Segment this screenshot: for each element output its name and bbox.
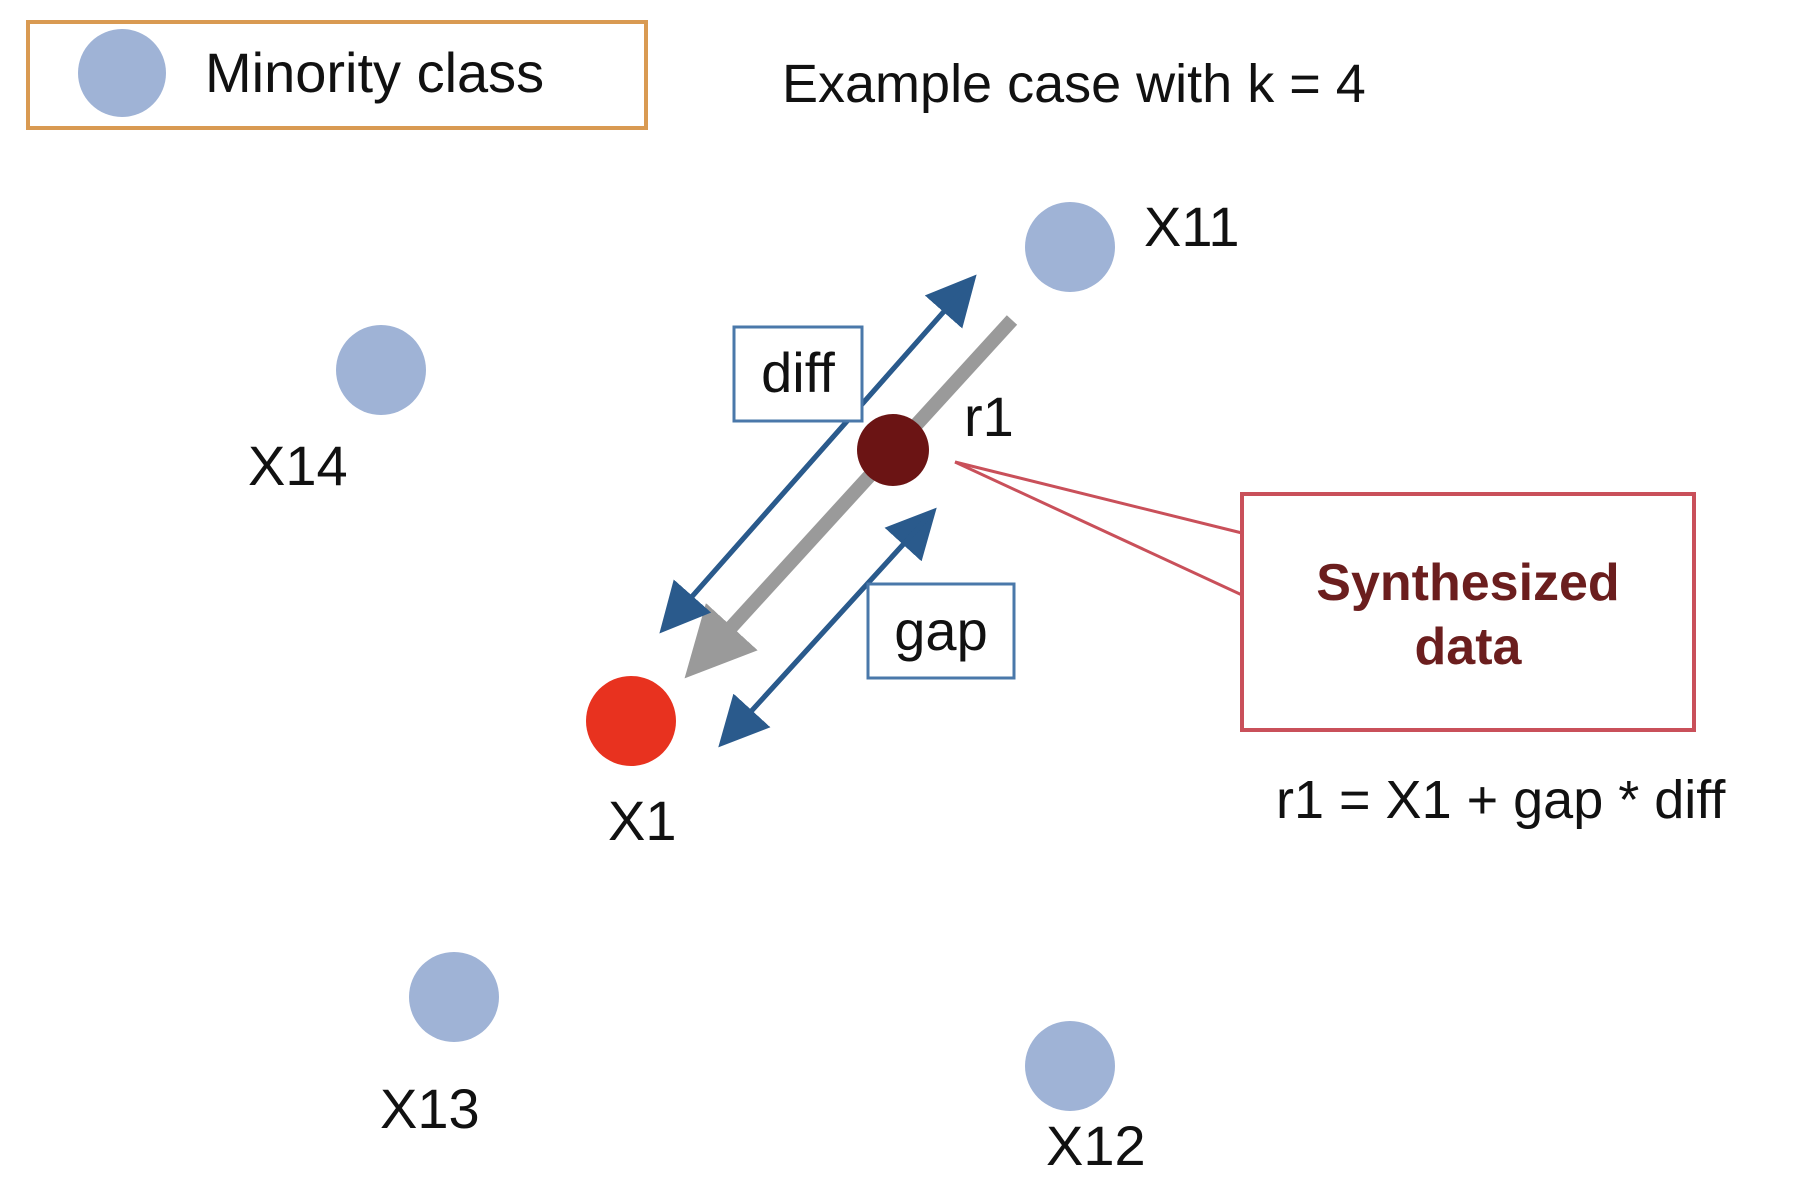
gray-diff-arrow: [684, 315, 1018, 679]
callout-connector: [954, 460, 1243, 597]
formula: r1 = X1 + gap * diff: [1276, 770, 1726, 830]
x1-label: X1: [608, 789, 677, 852]
x11-marker: [1025, 202, 1115, 292]
synthesized-callout-box: [1240, 492, 1696, 732]
x11-label: X11: [1144, 195, 1239, 258]
synthesized-line2: data: [1415, 618, 1523, 676]
x13-marker: [409, 952, 499, 1042]
legend-minority-marker: [78, 29, 166, 117]
diff-label-box: diff: [732, 325, 864, 423]
diagram-title: Example case with k = 4: [782, 54, 1366, 114]
x13-label: X13: [380, 1077, 480, 1140]
x14-label: X14: [248, 434, 348, 497]
x12-marker: [1025, 1021, 1115, 1111]
point-x11: X11: [1025, 195, 1239, 292]
x1-marker: [586, 676, 676, 766]
gap-label-box: gap: [866, 582, 1016, 680]
legend: Minority class: [26, 20, 648, 130]
point-x12: X12: [1025, 1021, 1146, 1177]
synthesized-callout: Synthesized data: [1240, 492, 1696, 732]
r1-label: r1: [964, 385, 1014, 448]
gap-label: gap: [894, 599, 987, 662]
synthesized-line1: Synthesized: [1316, 554, 1619, 612]
point-x14: X14: [248, 325, 426, 497]
diff-label: diff: [761, 341, 835, 404]
r1-marker: [857, 414, 929, 486]
point-x13: X13: [380, 952, 499, 1140]
point-x1: X1: [586, 676, 677, 852]
blue-gap-arrow: [718, 507, 937, 748]
blue-diff-arrow: [659, 274, 977, 634]
x14-marker: [336, 325, 426, 415]
x12-label: X12: [1046, 1114, 1146, 1177]
legend-label: Minority class: [205, 41, 544, 104]
point-r1: r1: [857, 385, 1014, 486]
